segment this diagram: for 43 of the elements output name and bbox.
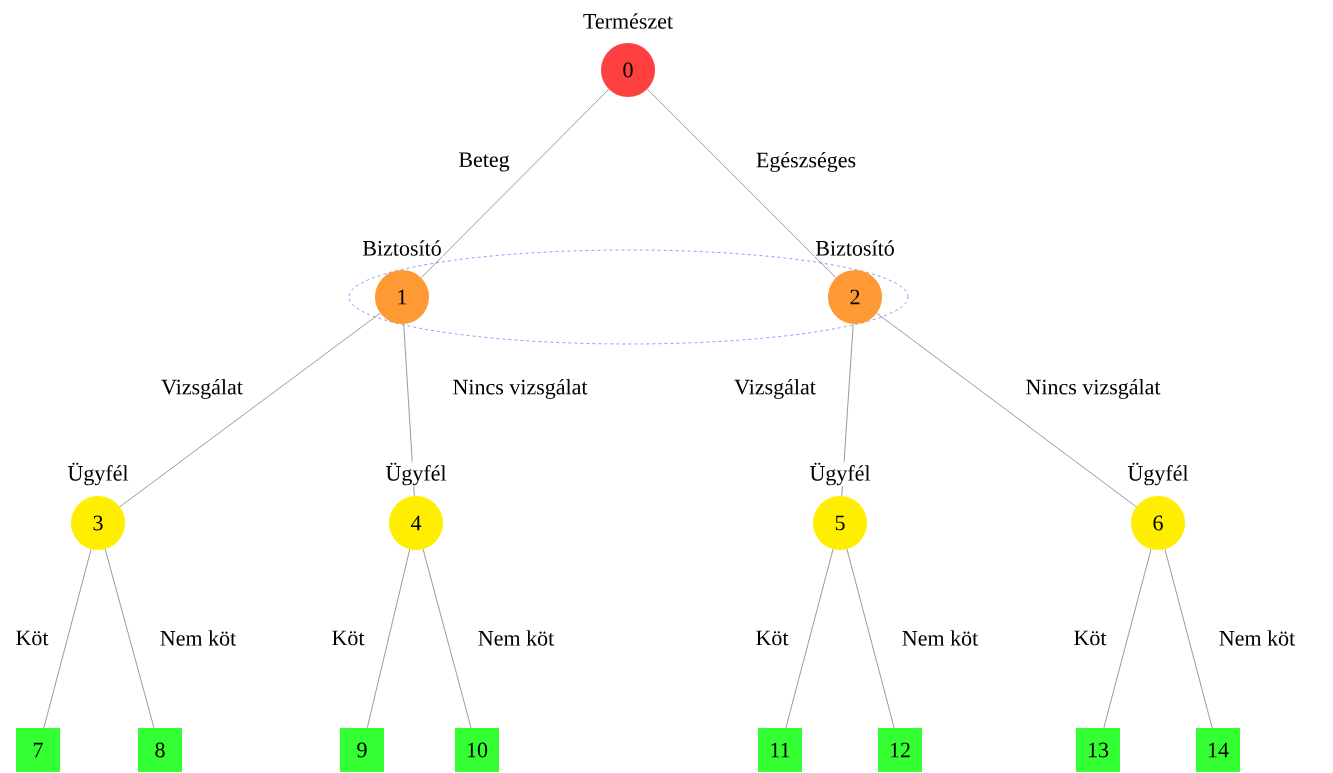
edge-label: Vizsgálat [734,378,816,399]
terminal-node-square: 8 [138,728,182,772]
edge-label: Nincs vizsgálat [453,378,588,399]
terminal-node-square: 11 [758,728,802,772]
player-label: Természet [581,12,675,30]
branch-line [119,313,381,507]
branch-line [846,549,895,728]
edge-label: Köt [332,630,365,646]
player-label: Biztosító [814,239,896,257]
branch-line [1103,549,1152,728]
edge-label: Köt [16,630,49,646]
edge-label: Nem köt [478,630,555,646]
branch-line [647,89,836,278]
branch-line [841,323,854,497]
terminal-node-square: 12 [878,728,922,772]
player-label: Ügyfél [66,461,130,487]
branch-line [105,549,155,728]
terminal-node-square: 10 [455,728,499,772]
edge-label: Beteg [459,152,510,172]
terminal-node-square: 9 [340,728,384,772]
terminal-node-square: 7 [16,728,60,772]
terminal-node-square: 13 [1076,728,1120,772]
branch-line [43,549,92,728]
branch-line [421,89,610,278]
edge-label: Nem köt [1219,630,1296,646]
edge-label: Nincs vizsgálat [1026,378,1161,399]
edge-label: Egészséges [756,151,856,172]
branch-line [422,549,472,728]
terminal-node-square: 14 [1196,728,1240,772]
branch-line [1164,549,1213,728]
player-label: Ügyfél [1126,461,1190,487]
player-label: Ügyfél [384,461,448,487]
player-label: Biztosító [361,239,443,257]
branch-line [785,549,834,728]
edge-label: Köt [756,630,789,646]
edge-label: Nem köt [902,630,979,646]
branch-line [876,313,1137,507]
edge-label: Nem köt [160,630,237,646]
branch-line [403,323,415,497]
edge-label: Vizsgálat [161,378,243,399]
branch-line [367,549,410,728]
player-label: Ügyfél [808,461,872,487]
edge-label: Köt [1074,630,1107,646]
